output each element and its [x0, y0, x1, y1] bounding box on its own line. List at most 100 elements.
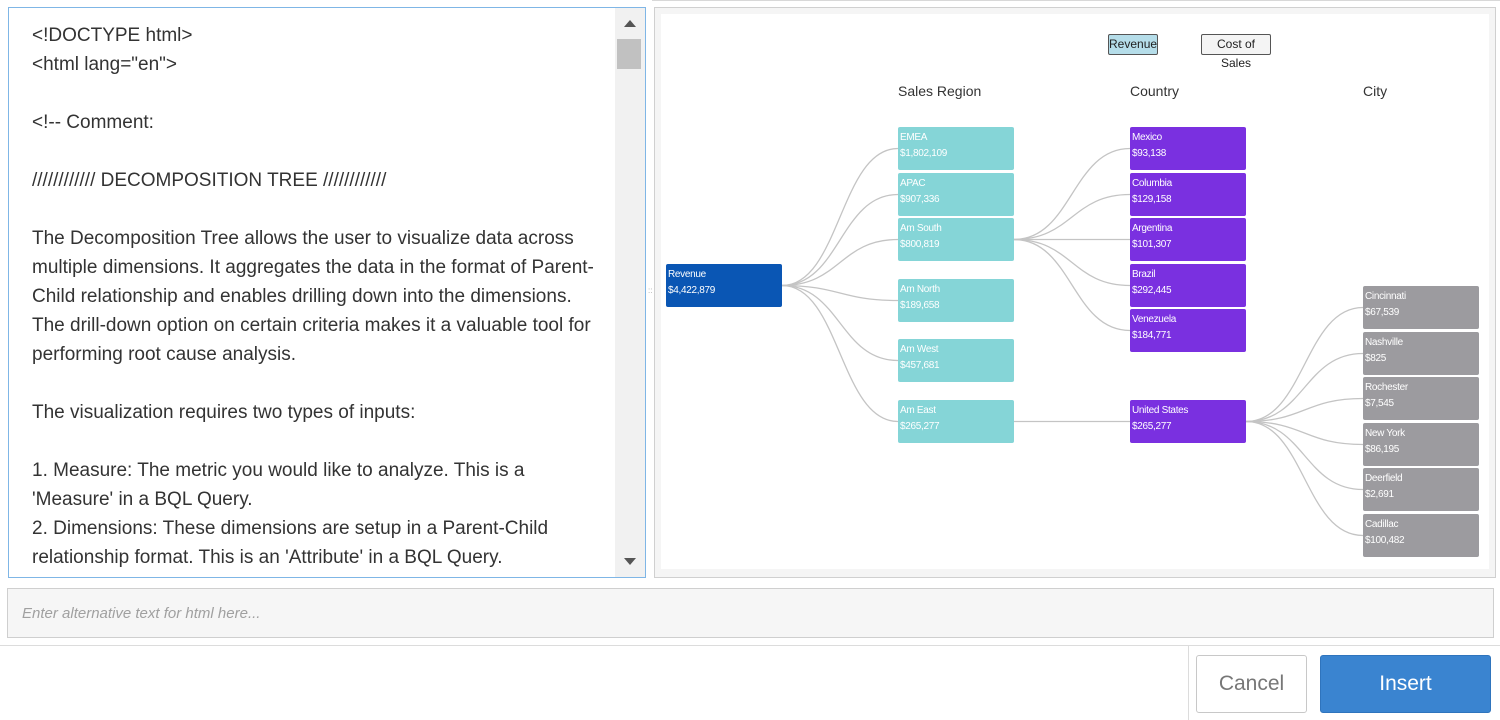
code-line — [32, 369, 607, 398]
scroll-down-icon[interactable] — [624, 558, 636, 565]
node-label: Venezuela — [1132, 314, 1177, 325]
code-text[interactable]: <!DOCTYPE html><html lang="en"> <!-- Com… — [32, 21, 607, 572]
node-label: Argentina — [1132, 223, 1173, 234]
node-label: Brazil — [1132, 269, 1156, 280]
node-region[interactable]: Am North $189,658 — [898, 279, 1014, 322]
link-region-country — [1013, 193, 1131, 241]
editor-scrollbar[interactable] — [615, 8, 645, 577]
node-country[interactable]: Brazil $292,445 — [1130, 264, 1246, 307]
code-line — [32, 79, 607, 108]
node-country[interactable]: Argentina $101,307 — [1130, 218, 1246, 261]
code-line: 2. Dimensions: These dimensions are setu… — [32, 518, 554, 568]
node-city[interactable]: Deerfield $2,691 — [1363, 468, 1479, 511]
scroll-up-icon[interactable] — [624, 20, 636, 27]
alt-text-input[interactable] — [7, 588, 1494, 638]
node-country[interactable]: Columbia $129,158 — [1130, 173, 1246, 216]
revenue-toggle-button[interactable]: Revenue — [1108, 34, 1158, 55]
level-header-city: City — [1363, 83, 1388, 99]
node-label: Am North — [900, 284, 940, 295]
node-value: $292,445 — [1132, 285, 1172, 296]
node-label: Cadillac — [1365, 519, 1399, 530]
level-header-country: Country — [1130, 83, 1180, 99]
scroll-thumb[interactable] — [617, 39, 641, 69]
link-country-city — [1245, 420, 1364, 537]
link-root-region — [781, 193, 899, 287]
node-value: $2,691 — [1365, 489, 1394, 500]
node-label: Nashville — [1365, 337, 1403, 348]
node-label: Mexico — [1132, 132, 1162, 143]
node-region[interactable]: Am East$265,277 — [898, 400, 1014, 443]
node-label: Am West — [900, 344, 939, 355]
pane-splitter-handle[interactable]: :: — [648, 286, 653, 295]
node-value: $1,802,109 — [900, 148, 948, 159]
link-country-city — [1245, 397, 1364, 423]
link-country-city — [1245, 420, 1364, 491]
node-label: Am East — [900, 405, 936, 416]
cost-of-sales-toggle-button[interactable]: Cost of Sales — [1201, 34, 1271, 70]
link-root-region — [781, 147, 899, 287]
node-label: Rochester — [1365, 382, 1408, 393]
html-preview-pane: Revenue Cost of Sales Sales Region Count… — [654, 7, 1496, 578]
node-city[interactable]: New York $86,195 — [1363, 423, 1479, 466]
node-value: $7,545 — [1365, 398, 1394, 409]
node-value: $189,658 — [900, 300, 940, 311]
top-border — [652, 0, 1500, 4]
node-city[interactable]: Cincinnati $67,539 — [1363, 286, 1479, 329]
node-country[interactable]: Venezuela $184,771 — [1130, 309, 1246, 352]
node-city[interactable]: Cadillac $100,482 — [1363, 514, 1479, 557]
link-country-city — [1245, 306, 1364, 423]
code-line — [32, 195, 607, 224]
link-root-region — [781, 284, 899, 362]
node-value: $100,482 — [1365, 535, 1405, 546]
node-value: $129,158 — [1132, 194, 1172, 205]
node-city[interactable]: Rochester $7,545 — [1363, 377, 1479, 420]
node-label: Columbia — [1132, 178, 1172, 189]
node-value: $825 — [1365, 353, 1387, 364]
code-editor[interactable]: <!DOCTYPE html><html lang="en"> <!-- Com… — [8, 7, 646, 578]
link-country-city — [1245, 420, 1364, 446]
node-country[interactable]: United States $265,277 — [1130, 400, 1246, 443]
link-region-country — [1013, 238, 1131, 287]
node-label: New York — [1365, 428, 1405, 439]
footer-button-area — [1188, 645, 1500, 720]
node-root[interactable]: Revenue $4,422,879 — [666, 264, 782, 307]
node-value: $800,819 — [900, 239, 940, 250]
level-header-sales-region: Sales Region — [898, 83, 982, 99]
node-region[interactable]: EMEA $1,802,109 — [898, 127, 1014, 170]
link-country-city — [1245, 352, 1364, 423]
code-line: The Decomposition Tree allows the user t… — [32, 228, 596, 365]
node-region[interactable]: APAC$907,336 — [898, 173, 1014, 216]
node-label: EMEA — [900, 132, 928, 143]
node-region[interactable]: Am South$800,819 — [898, 218, 1014, 261]
node-value: $67,539 — [1365, 307, 1400, 318]
node-value: $101,307 — [1132, 239, 1172, 250]
code-line: <!-- Comment: — [32, 112, 154, 133]
link-region-country — [1013, 238, 1131, 332]
tree-links — [781, 147, 1364, 537]
link-root-region — [781, 238, 899, 287]
code-line: The visualization requires two types of … — [32, 402, 416, 423]
node-label: APAC — [900, 178, 926, 189]
cancel-button[interactable]: Cancel — [1196, 655, 1307, 713]
link-root-region — [781, 284, 899, 302]
node-label: Deerfield — [1365, 473, 1403, 484]
node-city[interactable]: Nashville $825 — [1363, 332, 1479, 375]
code-line — [32, 427, 607, 456]
node-value: $86,195 — [1365, 444, 1400, 455]
node-label: Revenue — [668, 269, 706, 280]
node-label: Cincinnati — [1365, 291, 1406, 302]
decomposition-tree: Revenue Cost of Sales Sales Region Count… — [661, 14, 1489, 569]
node-region[interactable]: Am West$457,681 — [898, 339, 1014, 382]
node-value: $265,277 — [1132, 421, 1172, 432]
link-root-region — [781, 284, 899, 423]
footer-divider — [0, 645, 1188, 646]
insert-button[interactable]: Insert — [1320, 655, 1491, 713]
node-value: $184,771 — [1132, 330, 1172, 341]
code-line: <!DOCTYPE html> — [32, 25, 193, 46]
node-value: $4,422,879 — [668, 285, 716, 296]
node-label: United States — [1132, 405, 1189, 416]
code-line: 1. Measure: The metric you would like to… — [32, 460, 530, 510]
code-line: //////////// DECOMPOSITION TREE ////////… — [32, 170, 387, 191]
node-country[interactable]: Mexico$93,138 — [1130, 127, 1246, 170]
